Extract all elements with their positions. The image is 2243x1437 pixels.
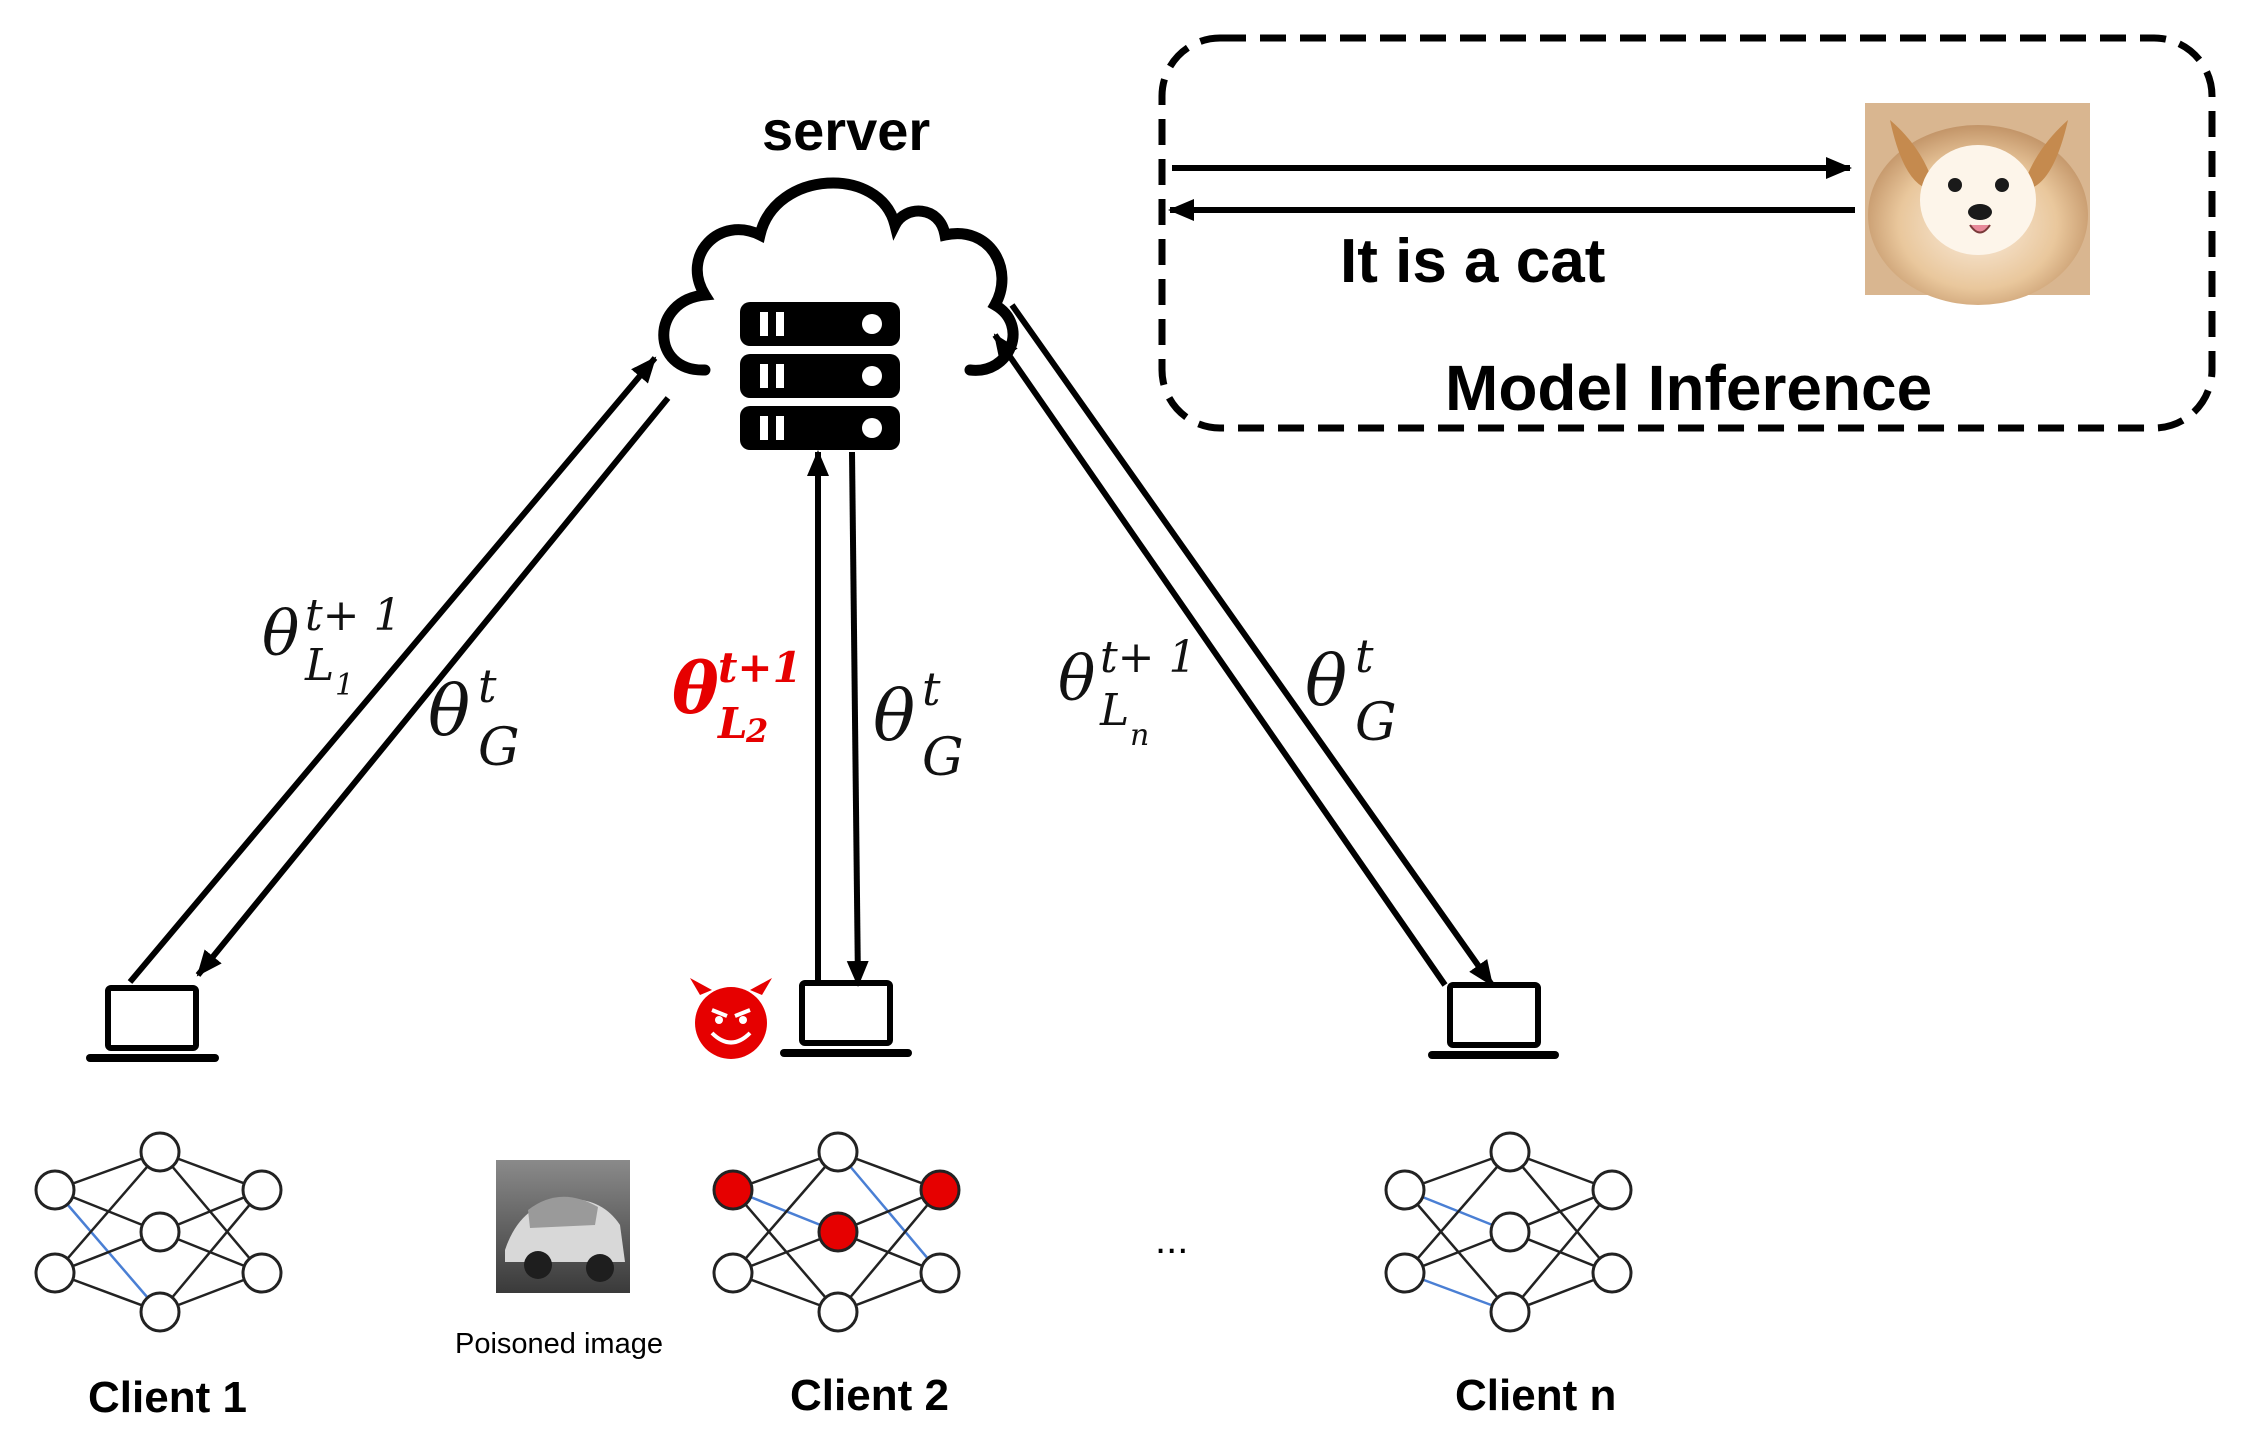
- nn-edge: [837, 1151, 941, 1274]
- label-clientn-down: θ t G: [1305, 629, 1397, 753]
- sub-subscript: 1: [335, 668, 354, 703]
- nn-node: [1591, 1252, 1633, 1294]
- nn-node: [1489, 1291, 1531, 1333]
- subscript: L: [1099, 685, 1129, 736]
- superscript: t+ 1: [305, 590, 402, 641]
- nn-node: [139, 1211, 181, 1253]
- nn-node: [1489, 1211, 1531, 1253]
- nn-node-poisoned: [712, 1169, 754, 1211]
- nn-edge: [159, 1189, 263, 1313]
- clientn-upload-arrow: [992, 333, 1448, 987]
- nn-node: [241, 1252, 283, 1294]
- superscript: t: [478, 659, 497, 713]
- clientn-download-arrow: [1009, 303, 1495, 987]
- nn-node: [712, 1252, 754, 1294]
- theta-symbol: θ: [873, 675, 915, 757]
- nn-node: [241, 1169, 283, 1211]
- subscript: L: [304, 640, 334, 691]
- poisoned-caption: Poisoned image: [455, 1328, 663, 1360]
- theta-symbol: θ: [672, 647, 719, 730]
- nn-node-poisoned: [817, 1211, 859, 1253]
- nn-node: [34, 1169, 76, 1211]
- server-node: server: [658, 99, 1019, 450]
- subscript: L: [717, 699, 748, 748]
- label-client2-down: θ t G: [873, 662, 964, 788]
- client1-label: Client 1: [88, 1373, 247, 1422]
- client2-label: Client 2: [790, 1371, 949, 1420]
- nn-node: [1489, 1131, 1531, 1173]
- superscript: t: [1355, 629, 1374, 683]
- neural-networks: [34, 1131, 1633, 1333]
- client2-download-arrow: [846, 451, 869, 987]
- nn-node: [1384, 1252, 1426, 1294]
- nn-edge: [732, 1151, 839, 1274]
- clientn-laptop-icon: [1428, 982, 1559, 1059]
- nn-node: [919, 1252, 961, 1294]
- subscript: G: [922, 728, 964, 788]
- theta-symbol: θ: [262, 597, 299, 670]
- label-client1-down: θ t G: [428, 659, 520, 778]
- inference-reply-text: It is a cat: [1340, 227, 1605, 296]
- arrows: [127, 303, 1495, 987]
- client1-upload-arrow: [127, 356, 658, 984]
- nn-node: [139, 1291, 181, 1333]
- theta-symbol: θ: [428, 670, 470, 752]
- server-label: server: [762, 99, 930, 162]
- nn-node: [1591, 1169, 1633, 1211]
- client1-neural-network-icon: [34, 1131, 283, 1333]
- label-client2-up: θ t+1 L 2: [672, 643, 802, 750]
- nn-edge: [54, 1151, 161, 1274]
- nn-node: [139, 1131, 181, 1173]
- client2-neural-network-icon: [712, 1131, 961, 1333]
- clientn-label: Client n: [1455, 1371, 1616, 1420]
- ellipsis: ...: [1155, 1218, 1188, 1262]
- clientn-neural-network-icon: [1384, 1131, 1633, 1333]
- server-icon: [740, 302, 900, 450]
- client2-laptop-icon: [780, 980, 912, 1057]
- nn-edge: [1509, 1151, 1613, 1274]
- nn-node: [1384, 1169, 1426, 1211]
- superscript: t+ 1: [1100, 632, 1197, 683]
- client1-download-arrow: [195, 396, 671, 977]
- sub-subscript: 2: [745, 712, 768, 750]
- nn-edge: [54, 1189, 161, 1313]
- theta-symbol: θ: [1305, 640, 1347, 722]
- superscript: t+1: [718, 643, 802, 692]
- nn-node: [817, 1291, 859, 1333]
- subscript: G: [1355, 693, 1397, 753]
- nn-node: [817, 1131, 859, 1173]
- model-inference-box: It is a cat Model Inference: [1158, 34, 2216, 432]
- superscript: t: [922, 662, 941, 716]
- nn-edge: [732, 1189, 839, 1313]
- subscript: G: [478, 718, 520, 778]
- inference-dashed-border: [1158, 34, 2216, 432]
- nn-node-poisoned: [919, 1169, 961, 1211]
- dog-image: [1865, 103, 2090, 305]
- devil-icon: [690, 978, 772, 1059]
- nn-edge: [1509, 1189, 1613, 1313]
- nn-edge: [159, 1151, 263, 1274]
- label-clientn-up: θ t+ 1 L n: [1058, 632, 1197, 753]
- nn-edge: [1404, 1151, 1511, 1274]
- nn-edge: [1404, 1189, 1511, 1313]
- nn-edge: [837, 1189, 941, 1313]
- label-client1-up: θ t+ 1 L 1: [262, 590, 402, 703]
- sub-subscript: n: [1130, 718, 1149, 753]
- car-image: [496, 1160, 630, 1293]
- nn-node: [34, 1252, 76, 1294]
- theta-symbol: θ: [1058, 642, 1095, 715]
- inference-title: Model Inference: [1445, 352, 1932, 424]
- client1-laptop-icon: [86, 985, 219, 1062]
- cloud-icon: [658, 177, 1019, 376]
